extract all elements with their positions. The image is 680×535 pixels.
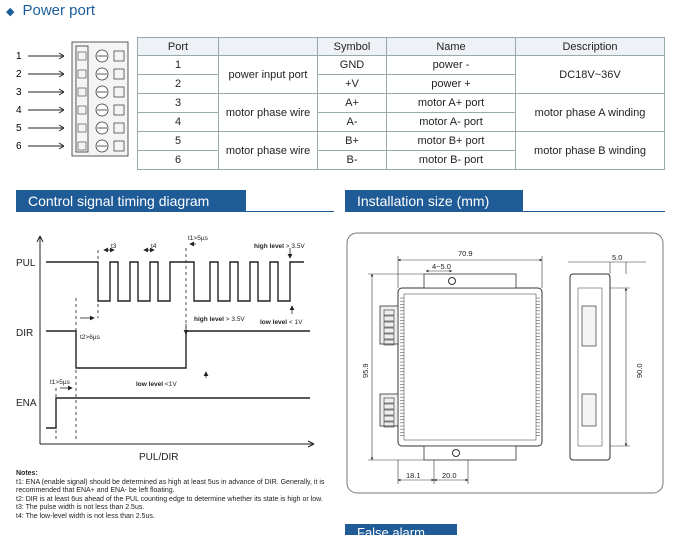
- label-t1-ena: t1>5µs: [50, 379, 71, 386]
- pin-labels: 1 2 3 4 5 6: [16, 51, 22, 152]
- cell-description: motor phase A winding: [515, 93, 665, 132]
- header-port: Port: [137, 37, 219, 56]
- pin-slot: [77, 141, 87, 151]
- pin-slot: [77, 123, 87, 133]
- cell-symbol: A+: [317, 93, 387, 113]
- installation-section-bar: Installation size (mm): [345, 190, 523, 212]
- note-t3: t3: The pulse width is not less than 2.5…: [16, 504, 145, 512]
- cell-symbol: GND: [317, 55, 387, 75]
- cell-symbol: +V: [317, 74, 387, 94]
- label-high-level-1: high level > 3.5V: [254, 243, 305, 250]
- cell-port: 1: [137, 55, 219, 75]
- cell-port: 2: [137, 74, 219, 94]
- cell-symbol: B-: [317, 150, 387, 170]
- signal-label-ena: ENA: [16, 398, 37, 409]
- dim-side-top: 5.0: [612, 253, 622, 262]
- cell-group: motor phase wire: [218, 93, 318, 132]
- pin-slot: [77, 105, 87, 115]
- note-t1: t1: ENA (enable signal) should be determ…: [16, 478, 325, 495]
- pin-label-2: 2: [16, 69, 22, 80]
- pin-slot: [77, 51, 87, 61]
- table-row: 2 +V power +: [137, 74, 665, 94]
- cell-group: motor phase wire: [218, 131, 318, 170]
- header-symbol: Symbol: [317, 37, 387, 56]
- cell-name: motor A+ port: [386, 93, 516, 113]
- notes-heading: Notes:: [16, 470, 38, 477]
- front-view: [379, 273, 543, 461]
- pin-label-3: 3: [16, 87, 22, 98]
- pin-slot: [77, 87, 87, 97]
- label-t4: t4: [151, 243, 157, 250]
- cell-group: power input port: [218, 55, 318, 94]
- label-t3: t3: [111, 243, 117, 250]
- signal-label-dir: DIR: [16, 328, 33, 339]
- pin-label-5: 5: [16, 123, 22, 134]
- dim-bottom-right: 20.0: [442, 471, 457, 480]
- label-t2: t2>6µs: [80, 334, 101, 341]
- cell-name: motor B+ port: [386, 131, 516, 151]
- pin-arrow: [28, 124, 65, 132]
- pul-waveform: [46, 261, 304, 302]
- cell-name: motor B- port: [386, 150, 516, 170]
- pin-arrow: [28, 88, 65, 96]
- pin-arrow: [28, 106, 65, 114]
- table-row: 6 B- motor B- port: [137, 150, 665, 170]
- power-connector-diagram: 1 2 3 4 5 6: [16, 41, 129, 157]
- label-low-level-2: low level <1V: [136, 381, 177, 388]
- timing-section-underline: [16, 211, 334, 212]
- cell-description: DC18V~36V: [515, 55, 665, 94]
- cell-port: 4: [137, 112, 219, 132]
- cell-port: 5: [137, 131, 219, 151]
- x-axis-label: PUL/DIR: [139, 452, 178, 463]
- header-name: Name: [386, 37, 516, 56]
- pin-arrow: [28, 142, 65, 150]
- false-alarm-section-bar: False alarm: [345, 524, 457, 535]
- table-header-row: Port Symbol Name Description: [137, 37, 665, 56]
- cell-port: 3: [137, 93, 219, 113]
- label-low-level-1: low level < 1V: [260, 319, 303, 326]
- pin-label-4: 4: [16, 105, 22, 116]
- dim-height: 95.9: [361, 363, 370, 378]
- dim-bottom-left: 18.1: [406, 471, 421, 480]
- dim-side-height: 90.0: [635, 363, 644, 378]
- cell-name: power -: [386, 55, 516, 75]
- note-t2: t2: DIR is at least 6us ahead of the PUL…: [16, 495, 323, 503]
- pin-slot: [77, 69, 87, 79]
- label-t1-top: t1>5µs: [188, 235, 209, 242]
- diamond-icon: ◆: [6, 6, 15, 18]
- cell-name: power +: [386, 74, 516, 94]
- cell-symbol: A-: [317, 112, 387, 132]
- cell-port: 6: [137, 150, 219, 170]
- power-port-table: Port Symbol Name Description 1 power inp…: [137, 37, 665, 170]
- cell-symbol: B+: [317, 131, 387, 151]
- pin-arrow: [28, 70, 65, 78]
- side-view: [569, 273, 611, 461]
- timing-section-bar: Control signal timing diagram: [16, 190, 246, 212]
- pin-label-1: 1: [16, 51, 22, 62]
- timing-notes: Notes: t1: ENA (enable signal) should be…: [16, 470, 334, 522]
- header-group: [218, 37, 318, 56]
- installation-section-underline: [345, 211, 665, 212]
- power-port-title: ◆Power port: [6, 2, 96, 19]
- timing-diagram: PUL DIR ENA PUL/DIR t1>5µs t3 t4 hig: [16, 235, 315, 463]
- pin-arrow: [28, 52, 65, 60]
- cell-name: motor A- port: [386, 112, 516, 132]
- installation-drawing: 70.9 4~5.0 95.9 18.1 20.0 5.0 90.0: [346, 232, 664, 494]
- table-row: 3 motor phase wire A+ motor A+ port moto…: [137, 93, 665, 132]
- dim-width: 70.9: [458, 249, 473, 258]
- dir-waveform: [46, 330, 310, 369]
- table-row: 4 A- motor A- port: [137, 112, 665, 132]
- dim-inner: 4~5.0: [432, 262, 451, 271]
- label-high-level-2: high level > 3.5V: [194, 316, 245, 323]
- cell-description: motor phase B winding: [515, 131, 665, 170]
- table-row: 1 power input port GND power - DC18V~36V: [137, 55, 665, 94]
- signal-label-pul: PUL: [16, 258, 36, 269]
- header-description: Description: [515, 37, 665, 56]
- ena-waveform: [46, 397, 310, 429]
- table-row: 5 motor phase wire B+ motor B+ port moto…: [137, 131, 665, 170]
- note-t4: t4: The low-level width is not less than…: [16, 512, 155, 520]
- pin-label-6: 6: [16, 141, 22, 152]
